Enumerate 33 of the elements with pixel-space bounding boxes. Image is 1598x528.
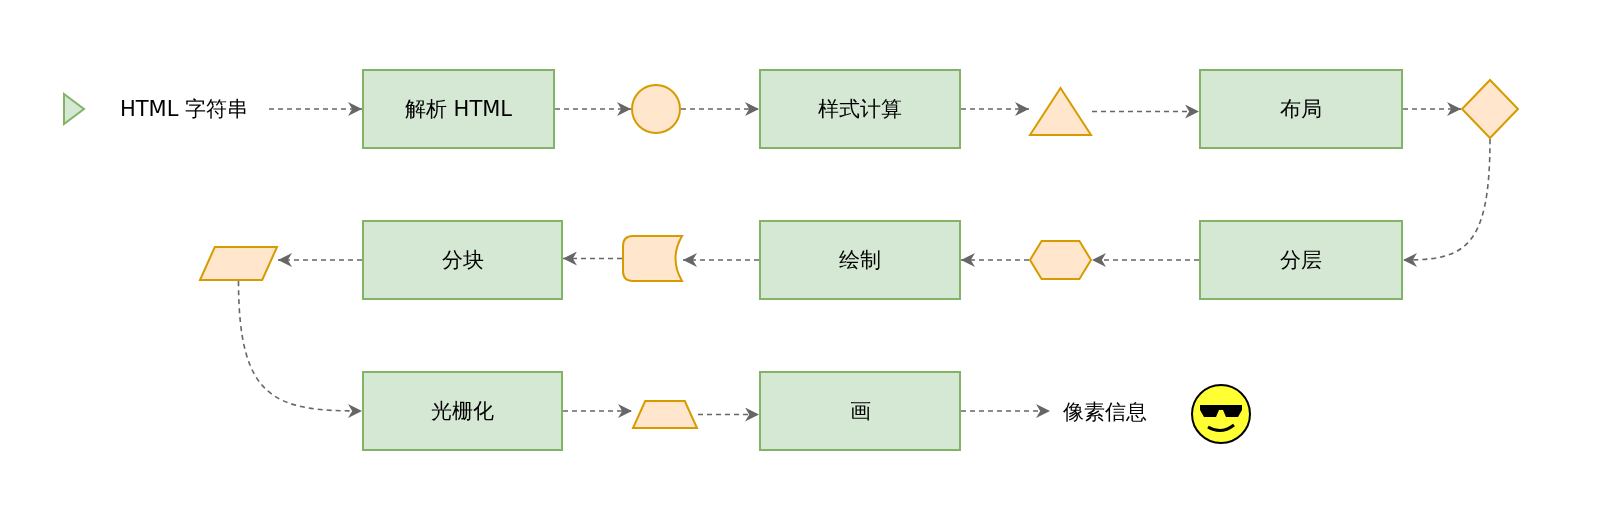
process-box: 布局 xyxy=(1199,69,1403,149)
arrow xyxy=(1091,104,1200,119)
process-box: 分块 xyxy=(362,220,563,300)
arrow xyxy=(1402,102,1462,116)
flow-label: 像素信息 xyxy=(1050,397,1160,427)
parallelogram-shape xyxy=(199,246,278,281)
process-box: 光栅化 xyxy=(362,371,563,451)
trapezoid-shape xyxy=(632,400,698,429)
circle-shape xyxy=(631,84,681,134)
process-box: 样式计算 xyxy=(759,69,961,149)
arrow xyxy=(1402,138,1491,267)
arrow xyxy=(562,404,633,418)
arrow xyxy=(277,253,363,267)
flow-label: HTML 字符串 xyxy=(99,94,269,124)
arrow xyxy=(562,251,623,266)
process-box: 画 xyxy=(759,371,961,451)
arrow xyxy=(268,102,363,116)
arrow xyxy=(237,280,363,418)
process-box: 绘制 xyxy=(759,220,961,300)
hexagon-shape xyxy=(1029,240,1092,280)
arrow xyxy=(960,404,1051,418)
triangle-shape xyxy=(1029,87,1092,136)
storage-shape xyxy=(622,235,683,282)
arrow xyxy=(697,407,760,422)
arrow xyxy=(554,102,632,116)
arrow xyxy=(1091,253,1200,267)
arrow xyxy=(682,253,760,267)
process-box: 解析 HTML xyxy=(362,69,555,149)
arrow xyxy=(960,253,1030,267)
arrow xyxy=(960,102,1030,116)
diamond-shape xyxy=(1461,79,1519,139)
arrow xyxy=(680,102,760,116)
process-box: 分层 xyxy=(1199,220,1403,300)
